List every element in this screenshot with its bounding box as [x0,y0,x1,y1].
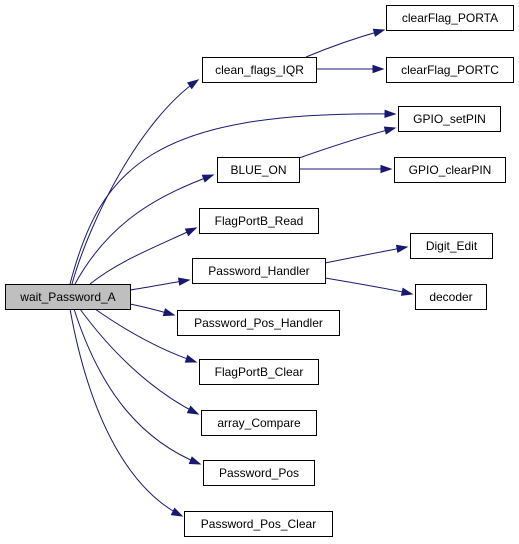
edge-clean_flags_IQR-to-clearFlag_PORTC [316,64,385,74]
edge-wait_Password_A-to-GPIO_setPIN [69,109,397,285]
node-clearflag-portc[interactable]: clearFlag_PORTC [386,57,514,83]
edge-line [89,227,197,285]
edge-Password_Handler-to-Digit_Edit [324,244,409,264]
node-gpio-clearpin[interactable]: GPIO_clearPIN [394,157,506,183]
node-box [415,284,487,310]
node-box [217,157,300,183]
node-box [192,258,326,284]
node-clearflag-porta[interactable]: clearFlag_PORTA [386,5,514,31]
edge-line [73,308,201,465]
node-label: Password_Pos [219,466,299,480]
node-decoder[interactable]: decoder [415,284,487,310]
edge-arrowhead [186,405,200,415]
edge-arrowhead [372,28,386,37]
node-label: Password_Pos_Clear [201,517,316,531]
edge-BLUE_ON-to-GPIO_setPIN [298,126,397,159]
node-label: array_Compare [217,416,301,430]
edge-line [79,308,199,415]
edge-clean_flags_IQR-to-clearFlag_PORTA [305,28,386,58]
node-label: GPIO_setPIN [413,112,486,126]
edge-arrowhead [384,109,397,119]
edge-line [69,113,396,285]
edge-line [324,246,408,264]
node-blue-on[interactable]: BLUE_ON [217,157,300,183]
edge-arrowhead [177,277,191,286]
node-box [177,310,340,336]
edge-arrowhead [184,354,198,363]
node-box [386,57,514,83]
node-box [184,511,333,537]
node-label: Password_Pos_Handler [194,316,323,330]
edge-wait_Password_A-to-Password_Pos [73,308,202,465]
edge-arrowhead [372,64,385,74]
edge-wait_Password_A-to-array_Compare [79,308,200,415]
node-box [394,157,506,183]
node-box [199,359,319,385]
edge-line [74,174,214,285]
call-graph-nodes: wait_Password_A clean_flags_IQR clearFlag_… [5,5,514,537]
node-array-compare[interactable]: array_Compare [201,410,317,436]
edge-arrowhead [383,126,397,135]
edge-wait_Password_A-to-FlagPortB_Clear [94,308,198,363]
edge-line [69,308,183,517]
edge-wait_Password_A-to-BLUE_ON [74,174,215,285]
node-label: clearFlag_PORTC [401,63,499,77]
node-password-pos-clear[interactable]: Password_Pos_Clear [184,511,333,537]
call-graph-edges [69,28,414,517]
node-box [410,233,493,259]
edge-arrowhead [188,456,202,465]
node-label: clean_flags_IQR [215,63,304,77]
node-flagportb-clear[interactable]: FlagPortB_Clear [199,359,319,385]
node-box [201,410,317,436]
node-label: BLUE_ON [230,163,286,177]
node-wait-password-a: wait_Password_A [5,284,131,310]
edge-arrowhead [186,79,200,90]
node-box [203,460,315,486]
node-box [202,57,317,83]
node-box [386,5,514,31]
node-password-pos[interactable]: Password_Pos [203,460,315,486]
edge-Password_Handler-to-decoder [324,277,414,296]
node-password-handler[interactable]: Password_Handler [192,258,326,284]
node-password-pos-handler[interactable]: Password_Pos_Handler [177,310,340,336]
edge-arrowhead [201,174,215,183]
node-label: Password_Handler [208,264,309,278]
edge-wait_Password_A-to-FlagPortB_Read [89,227,198,285]
node-box [5,284,131,310]
node-clean-flags-iqr[interactable]: clean_flags_IQR [202,57,317,83]
edge-line [324,277,413,295]
node-box [199,208,319,234]
node-label: FlagPortB_Clear [215,365,304,379]
edge-arrowhead [184,227,198,237]
node-label: GPIO_clearPIN [409,163,492,177]
edge-BLUE_ON-to-GPIO_clearPIN [298,164,393,174]
edge-line [94,308,197,363]
edge-arrowhead [380,164,393,174]
node-label: decoder [429,290,472,304]
node-label: Digit_Edit [426,239,478,253]
node-label: wait_Password_A [19,290,115,304]
node-label: FlagPortB_Read [215,214,304,228]
edge-wait_Password_A-to-Password_Handler [129,277,191,291]
edge-wait_Password_A-to-Password_Pos_Clear [69,308,184,517]
edge-arrowhead [162,308,176,317]
node-flagportb-read[interactable]: FlagPortB_Read [199,208,319,234]
edge-arrowhead [170,507,184,517]
node-label: clearFlag_PORTA [402,11,498,25]
node-digit-edit[interactable]: Digit_Edit [410,233,493,259]
edge-line [305,29,385,58]
edge-arrowhead [400,287,414,296]
node-gpio-setpin[interactable]: GPIO_setPIN [398,106,501,132]
edge-wait_Password_A-to-Password_Pos_Handler [129,303,176,317]
edge-wait_Password_A-to-clean_flags_IQR [71,79,200,285]
edge-line [298,127,396,159]
edge-arrowhead [395,244,409,254]
node-box [398,106,501,132]
edge-line [71,79,199,285]
